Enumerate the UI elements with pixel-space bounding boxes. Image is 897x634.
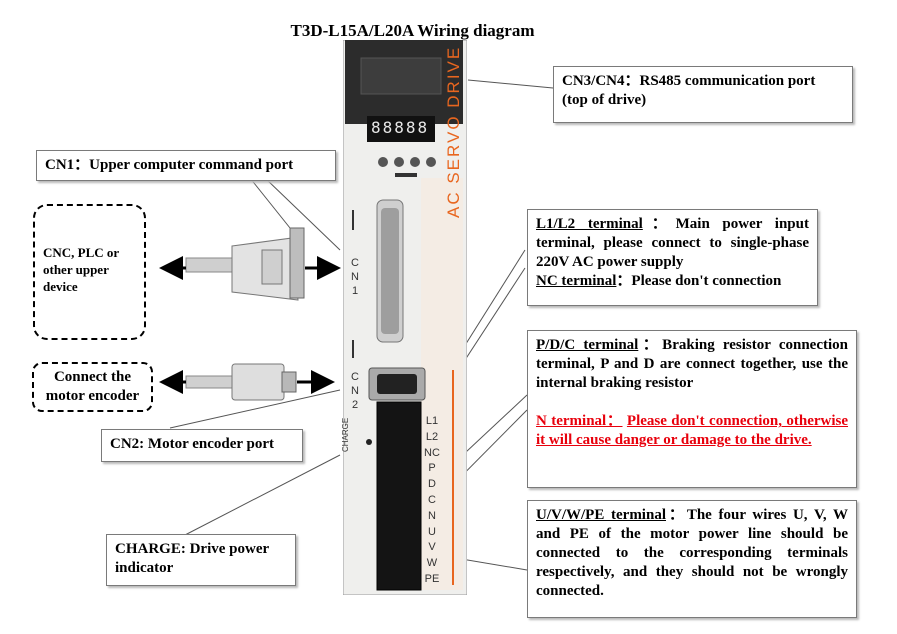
- cn1-callout-text: CN1：Upper computer command port: [45, 157, 293, 173]
- terminal-nc: NC: [421, 446, 443, 462]
- cn2-callout: CN2: Motor encoder port: [101, 429, 303, 462]
- terminal-u: U: [421, 525, 443, 541]
- terminal-l1: L1: [421, 414, 443, 430]
- n-head: N terminal：: [536, 413, 623, 429]
- motor-encoder-text: Connect the motor encoder: [46, 369, 139, 404]
- cn3cn4-line2: (top of drive): [562, 91, 844, 110]
- terminal-d: D: [421, 477, 443, 493]
- nc-body: ：Please don't connection: [616, 273, 781, 289]
- cn3cn4-callout: CN3/CN4：RS485 communication port (top of…: [553, 66, 853, 123]
- motor-encoder-box: Connect the motor encoder: [32, 362, 153, 412]
- cn2-callout-text: CN2: Motor encoder port: [110, 436, 274, 452]
- nc-head: NC terminal: [536, 273, 616, 289]
- terminal-pe: PE: [421, 572, 443, 588]
- terminal-w: W: [421, 556, 443, 572]
- terminal-v: V: [421, 540, 443, 556]
- cn2-cable: [186, 364, 296, 400]
- cn1-cable: [186, 228, 304, 300]
- terminal-labels: L1L2NCPDCNUVWPE: [421, 414, 443, 588]
- terminal-n: N: [421, 509, 443, 525]
- terminal-c: C: [421, 493, 443, 509]
- l1l2-head: L1/L2 terminal: [536, 216, 643, 232]
- charge-drive-label: CHARGE: [341, 418, 350, 452]
- charge-line1: CHARGE: Drive power: [115, 540, 287, 559]
- terminal-p: P: [421, 461, 443, 477]
- terminal-l2: L2: [421, 430, 443, 446]
- cn1-drive-label: CN1: [349, 256, 361, 298]
- pdc-callout: P/D/C terminal：Braking resistor connecti…: [527, 330, 857, 488]
- display-digits: 88888: [371, 118, 429, 138]
- pdc-head: P/D/C terminal: [536, 337, 638, 353]
- ac-servo-drive-text: AC SERVO DRIVE: [444, 46, 464, 218]
- uvw-callout: U/V/W/PE terminal：The four wires U, V, W…: [527, 500, 857, 618]
- upper-device-text: CNC, PLC or other upper device: [43, 245, 119, 294]
- cn2-drive-label: CN2: [349, 370, 361, 412]
- cn3cn4-line1: CN3/CN4：RS485 communication port: [562, 72, 844, 91]
- charge-line2: indicator: [115, 559, 287, 578]
- uvw-head: U/V/W/PE terminal: [536, 507, 666, 523]
- cn1-callout: CN1：Upper computer command port: [36, 150, 336, 181]
- upper-device-box: CNC, PLC or other upper device: [33, 204, 146, 340]
- l1l2-callout: L1/L2 terminal：Main power input terminal…: [527, 209, 818, 306]
- servo-drive: 88888 CN1 CN2 CHARGE AC SERVO DRIVE L1L2…: [343, 40, 467, 595]
- charge-callout: CHARGE: Drive power indicator: [106, 534, 296, 586]
